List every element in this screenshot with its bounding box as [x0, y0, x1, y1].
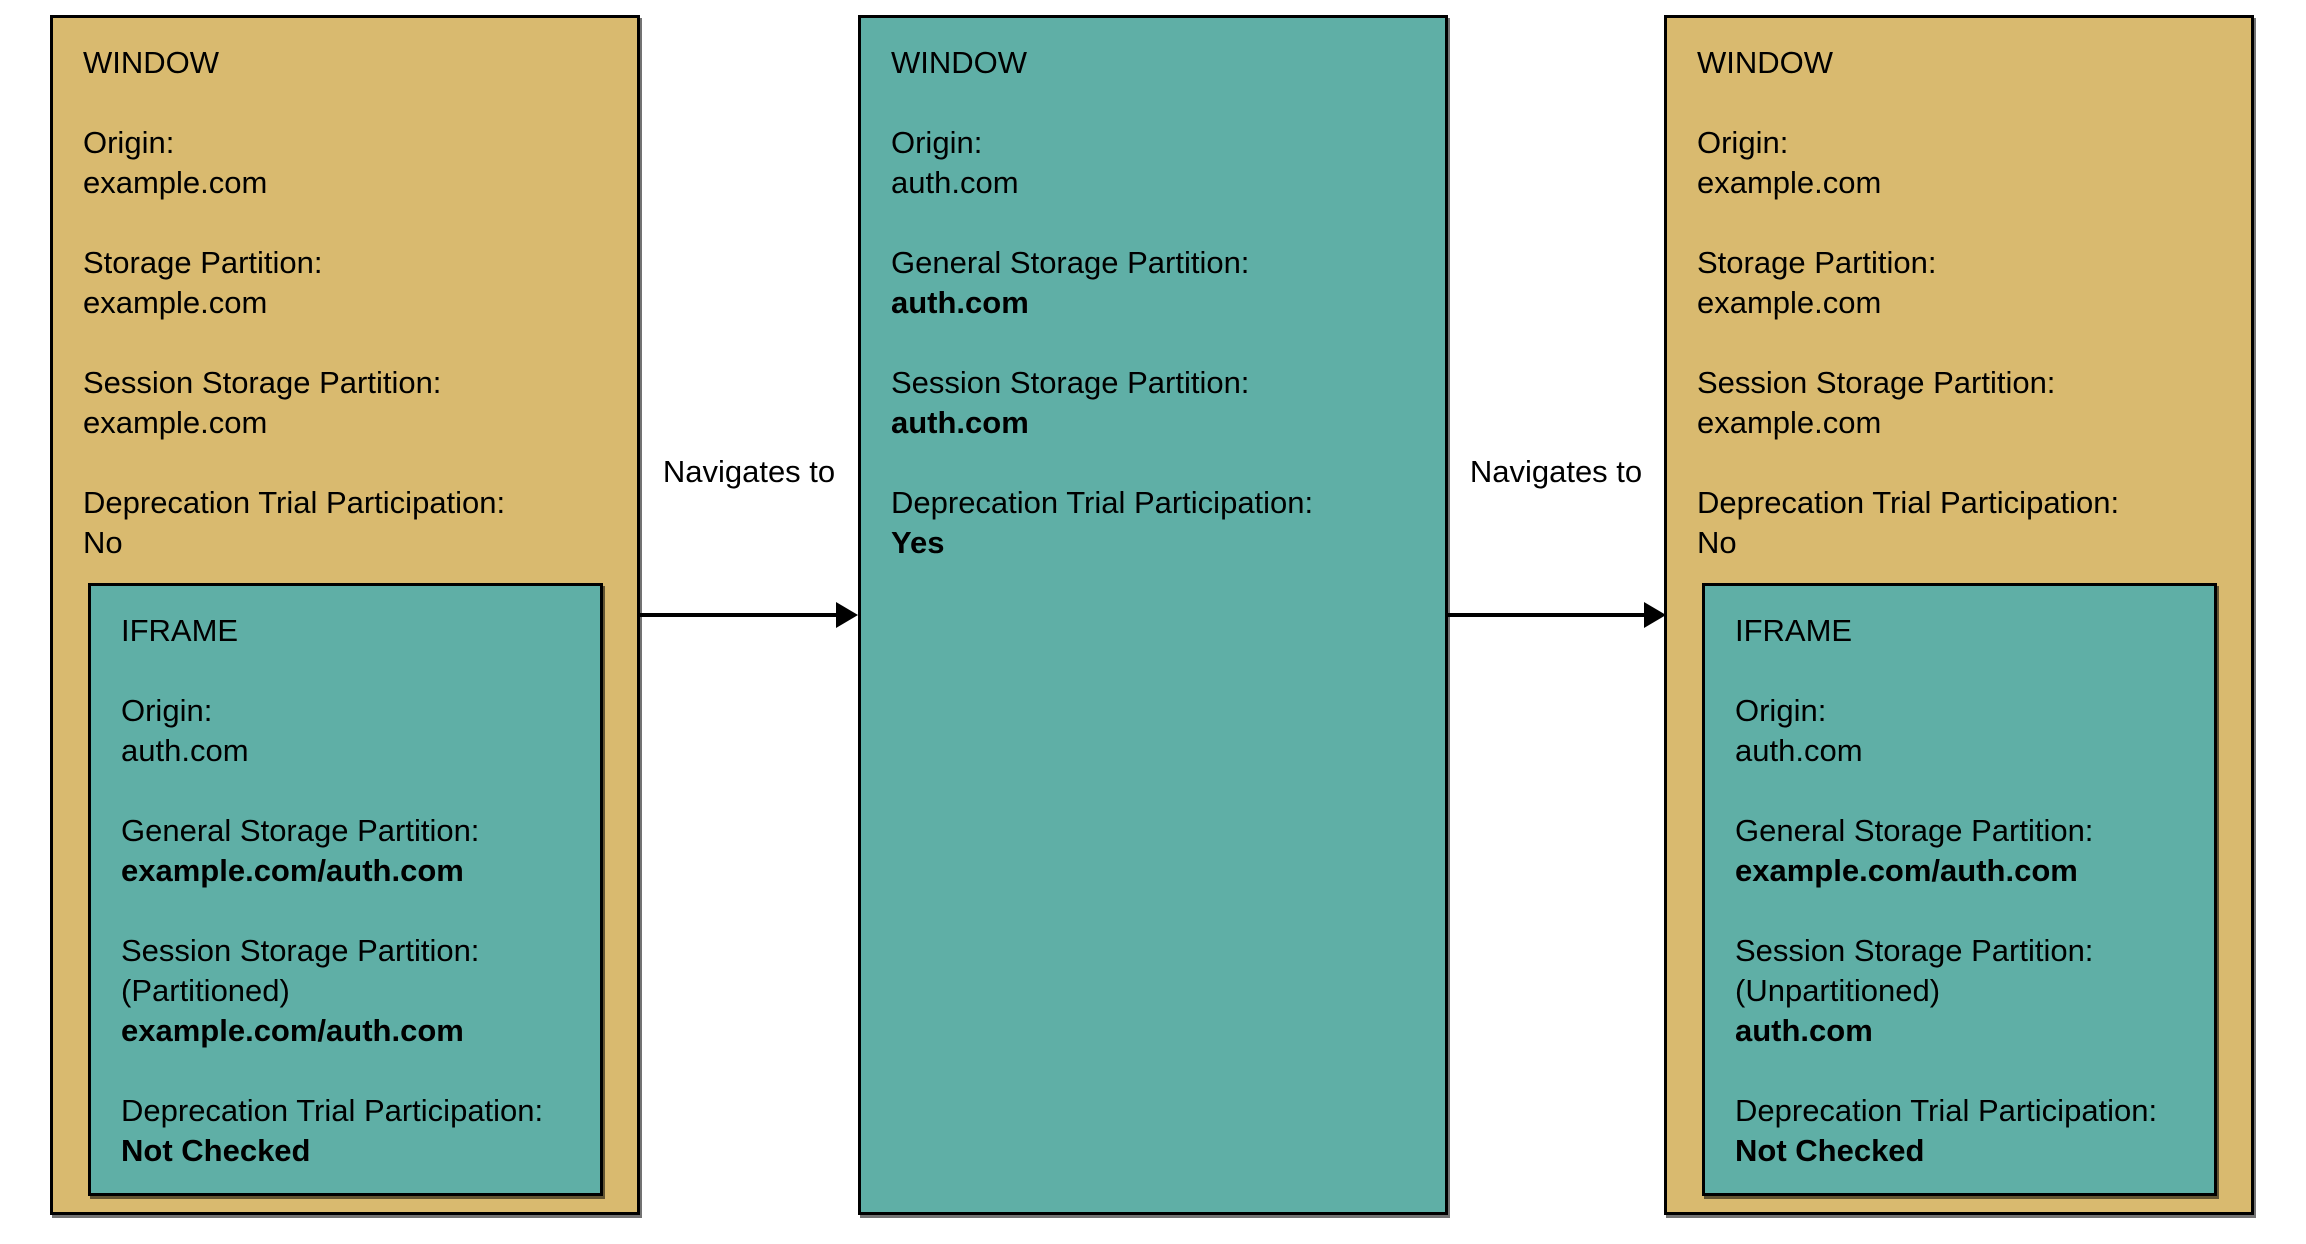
field-label: Storage Partition: — [1697, 245, 1937, 280]
general-storage-partition-field: General Storage Partition: auth.com — [891, 243, 1415, 323]
field-label: Deprecation Trial Participation: — [1735, 1093, 2158, 1128]
field-value: auth.com — [1735, 1013, 1873, 1048]
arrow-line — [640, 613, 840, 617]
field-value: example.com/auth.com — [1735, 853, 2078, 888]
session-storage-partition-field: Session Storage Partition: example.com — [1697, 363, 2221, 443]
field-value: example.com — [83, 165, 268, 200]
deprecation-trial-field: Deprecation Trial Participation: Not Che… — [1735, 1091, 2184, 1171]
field-label: Session Storage Partition: — [891, 365, 1250, 400]
window-box-right: WINDOW Origin: example.com Storage Parti… — [1664, 15, 2254, 1215]
field-value: No — [1697, 525, 1737, 560]
field-note: (Partitioned) — [121, 973, 290, 1008]
field-label: Session Storage Partition: — [1697, 365, 2056, 400]
iframe-box-right: IFRAME Origin: auth.com General Storage … — [1702, 583, 2217, 1196]
field-label: Origin: — [1735, 693, 1827, 728]
arrow-head-icon — [1644, 602, 1666, 628]
window-box-left: WINDOW Origin: example.com Storage Parti… — [50, 15, 640, 1215]
origin-field: Origin: example.com — [1697, 123, 2221, 203]
origin-field: Origin: example.com — [83, 123, 607, 203]
origin-field: Origin: auth.com — [121, 691, 570, 771]
field-value: example.com/auth.com — [121, 1013, 464, 1048]
arrow-head-icon — [836, 602, 858, 628]
general-storage-partition-field: General Storage Partition: example.com/a… — [121, 811, 570, 891]
general-storage-partition-field: General Storage Partition: example.com/a… — [1735, 811, 2184, 891]
field-value: example.com — [1697, 285, 1882, 320]
field-label: Session Storage Partition: — [1735, 933, 2094, 968]
window-title: WINDOW — [1697, 45, 1834, 80]
field-label: Origin: — [1697, 125, 1789, 160]
session-storage-partition-field: Session Storage Partition: (Unpartitione… — [1735, 931, 2184, 1051]
field-value: auth.com — [891, 285, 1029, 320]
iframe-title: IFRAME — [121, 613, 239, 648]
field-label: Origin: — [121, 693, 213, 728]
field-value: Yes — [891, 525, 945, 560]
field-label: Deprecation Trial Participation: — [891, 485, 1314, 520]
storage-partition-field: Storage Partition: example.com — [83, 243, 607, 323]
field-label: General Storage Partition: — [121, 813, 480, 848]
deprecation-trial-field: Deprecation Trial Participation: Yes — [891, 483, 1415, 563]
field-label: Storage Partition: — [83, 245, 323, 280]
iframe-title: IFRAME — [1735, 613, 1853, 648]
field-value: example.com — [83, 285, 268, 320]
field-value: example.com — [1697, 165, 1882, 200]
window-title: WINDOW — [83, 45, 220, 80]
deprecation-trial-field: Deprecation Trial Participation: Not Che… — [121, 1091, 570, 1171]
field-label: Origin: — [83, 125, 175, 160]
field-value: auth.com — [1735, 733, 1863, 768]
field-value: example.com — [1697, 405, 1882, 440]
iframe-box-left: IFRAME Origin: auth.com General Storage … — [88, 583, 603, 1196]
origin-field: Origin: auth.com — [891, 123, 1415, 203]
field-label: General Storage Partition: — [1735, 813, 2094, 848]
window-box-middle: WINDOW Origin: auth.com General Storage … — [858, 15, 1448, 1215]
field-note: (Unpartitioned) — [1735, 973, 1941, 1008]
field-label: Origin: — [891, 125, 983, 160]
field-label: Deprecation Trial Participation: — [121, 1093, 544, 1128]
deprecation-trial-field: Deprecation Trial Participation: No — [1697, 483, 2221, 563]
field-label: Deprecation Trial Participation: — [83, 485, 506, 520]
session-storage-partition-field: Session Storage Partition: (Partitioned)… — [121, 931, 570, 1051]
field-label: Session Storage Partition: — [121, 933, 480, 968]
field-value: Not Checked — [1735, 1133, 1925, 1168]
field-value: Not Checked — [121, 1133, 311, 1168]
storage-partition-field: Storage Partition: example.com — [1697, 243, 2221, 323]
session-storage-partition-field: Session Storage Partition: auth.com — [891, 363, 1415, 443]
navigates-to-label: Navigates to — [662, 454, 836, 489]
navigates-to-label: Navigates to — [1469, 454, 1643, 489]
field-label: General Storage Partition: — [891, 245, 1250, 280]
window-title: WINDOW — [891, 45, 1028, 80]
field-value: auth.com — [121, 733, 249, 768]
deprecation-trial-field: Deprecation Trial Participation: No — [83, 483, 607, 563]
field-value: No — [83, 525, 123, 560]
origin-field: Origin: auth.com — [1735, 691, 2184, 771]
field-value: example.com/auth.com — [121, 853, 464, 888]
field-value: auth.com — [891, 405, 1029, 440]
field-value: example.com — [83, 405, 268, 440]
session-storage-partition-field: Session Storage Partition: example.com — [83, 363, 607, 443]
field-value: auth.com — [891, 165, 1019, 200]
arrow-line — [1448, 613, 1648, 617]
field-label: Deprecation Trial Participation: — [1697, 485, 2120, 520]
field-label: Session Storage Partition: — [83, 365, 442, 400]
